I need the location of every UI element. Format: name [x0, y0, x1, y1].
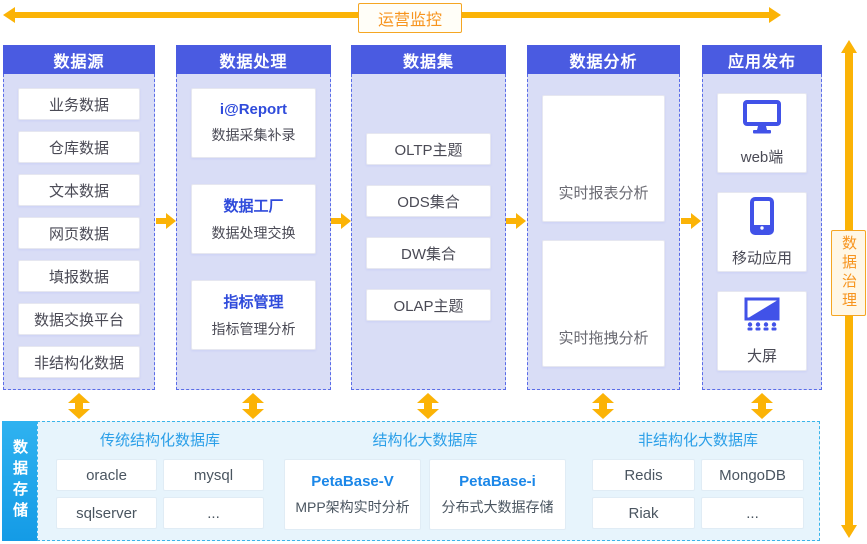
mobile-icon — [749, 196, 775, 239]
processing-item-ireport: i@Report 数据采集补录 — [191, 88, 316, 158]
storage-db-item: ... — [163, 497, 264, 529]
column-data-set: 数据集 OLTP主题 ODS集合 DW集合 OLAP主题 — [351, 45, 506, 390]
product-name: 数据工厂 — [223, 198, 284, 215]
flow-arrow-right-icon — [506, 213, 526, 229]
analysis-item-realtime-report: 实时报表分析 — [542, 95, 665, 222]
column-data-analysis-title: 数据分析 — [527, 45, 680, 74]
processing-item-indicator-management: 指标管理 指标管理分析 — [191, 280, 316, 350]
storage-group-title: 传统结构化数据库 — [99, 432, 220, 449]
product-name: i@Report — [219, 101, 288, 118]
flow-arrow-right-icon — [331, 213, 351, 229]
data-source-item: 非结构化数据 — [18, 346, 140, 378]
arrow-down-head-icon — [841, 525, 857, 538]
storage-product-petabase-i: PetaBase-i 分布式大数据存储 — [429, 459, 566, 530]
arrow-left-head-icon — [3, 7, 15, 23]
column-app-publishing-body: web端 移动应用 — [702, 74, 822, 390]
storage-product-petabase-v: PetaBase-V MPP架构实时分析 — [284, 459, 421, 530]
storage-group-products: PetaBase-V MPP架构实时分析 PetaBase-i 分布式大数据存储 — [284, 459, 566, 530]
column-data-set-body: OLTP主题 ODS集合 DW集合 OLAP主题 — [351, 74, 506, 390]
data-source-item: 数据交换平台 — [18, 303, 140, 335]
column-app-publishing: 应用发布 web端 — [702, 45, 822, 390]
storage-db-item: oracle — [56, 459, 157, 491]
column-data-processing-title: 数据处理 — [176, 45, 331, 74]
data-source-item: 网页数据 — [18, 217, 140, 249]
data-source-item: 文本数据 — [18, 174, 140, 206]
column-data-analysis: 数据分析 实时报表分析 实时拖拽分析 — [527, 45, 680, 390]
data-set-item: OLTP主题 — [366, 133, 491, 165]
data-source-item: 填报数据 — [18, 260, 140, 292]
processing-item-data-factory: 数据工厂 数据处理交换 — [191, 184, 316, 254]
storage-group-grid: oracle mysql sqlserver ... — [56, 459, 264, 529]
publish-item-label: 移动应用 — [731, 249, 792, 267]
data-storage-panel: 传统结构化数据库 oracle mysql sqlserver ... 结构化大… — [37, 421, 820, 541]
storage-link-arrow-icon — [417, 393, 439, 419]
data-set-item: ODS集合 — [366, 185, 491, 217]
operations-monitoring-label: 运营监控 — [358, 3, 462, 33]
product-name: PetaBase-V — [311, 472, 394, 490]
monitor-icon — [742, 99, 782, 138]
column-data-set-title: 数据集 — [351, 45, 506, 74]
storage-db-item: sqlserver — [56, 497, 157, 529]
product-name: 指标管理 — [223, 294, 284, 311]
data-set-item: OLAP主题 — [366, 289, 491, 321]
column-data-source-title: 数据源 — [3, 45, 155, 74]
product-desc: 数据处理交换 — [211, 225, 296, 241]
storage-db-item: Redis — [592, 459, 695, 491]
storage-group-traditional: 传统结构化数据库 oracle mysql sqlserver ... — [56, 431, 264, 529]
flow-arrow-right-icon — [681, 213, 701, 229]
publish-item-web: web端 — [717, 93, 807, 173]
storage-db-item: Riak — [592, 497, 695, 529]
column-data-processing-body: i@Report 数据采集补录 数据工厂 数据处理交换 指标管理 指标管理分析 — [176, 74, 331, 390]
product-desc: 指标管理分析 — [211, 321, 296, 337]
product-desc: MPP架构实时分析 — [295, 498, 410, 515]
storage-group-structured-bigdata: 结构化大数据库 PetaBase-V MPP架构实时分析 PetaBase-i … — [284, 431, 566, 530]
storage-link-arrow-icon — [242, 393, 264, 419]
storage-db-item: MongoDB — [701, 459, 804, 491]
column-data-source: 数据源 业务数据 仓库数据 文本数据 网页数据 填报数据 数据交换平台 非结构化… — [3, 45, 155, 390]
storage-group-unstructured-bigdata: 非结构化大数据库 Redis MongoDB Riak ... — [592, 431, 804, 529]
publish-item-bigscreen: 大屏 — [717, 291, 807, 371]
storage-db-item: mysql — [163, 459, 264, 491]
column-data-analysis-body: 实时报表分析 实时拖拽分析 — [527, 74, 680, 390]
storage-group-title: 结构化大数据库 — [372, 432, 478, 449]
column-app-publishing-title: 应用发布 — [702, 45, 822, 74]
data-storage-tab: 数据存储 — [2, 421, 37, 541]
data-source-item: 业务数据 — [18, 88, 140, 120]
product-name: PetaBase-i — [459, 472, 536, 490]
publish-item-label: 大屏 — [746, 347, 777, 365]
product-desc: 分布式大数据存储 — [441, 498, 554, 515]
storage-link-arrow-icon — [592, 393, 614, 419]
publish-item-label: web端 — [740, 148, 784, 166]
product-desc: 数据采集补录 — [211, 127, 296, 143]
bigscreen-icon — [742, 297, 782, 337]
flow-arrow-right-icon — [156, 213, 176, 229]
storage-link-arrow-icon — [751, 393, 773, 419]
analysis-item-realtime-dragdrop: 实时拖拽分析 — [542, 240, 665, 367]
column-data-source-body: 业务数据 仓库数据 文本数据 网页数据 填报数据 数据交换平台 非结构化数据 — [3, 74, 155, 390]
storage-link-arrow-icon — [68, 393, 90, 419]
data-source-item: 仓库数据 — [18, 131, 140, 163]
storage-group-grid: Redis MongoDB Riak ... — [592, 459, 804, 529]
storage-db-item: ... — [701, 497, 804, 529]
data-set-item: DW集合 — [366, 237, 491, 269]
column-data-processing: 数据处理 i@Report 数据采集补录 数据工厂 数据处理交换 指标管理 指标… — [176, 45, 331, 390]
storage-group-title: 非结构化大数据库 — [637, 432, 758, 449]
data-governance-label: 数据治理 — [831, 230, 866, 316]
arrow-up-head-icon — [841, 40, 857, 53]
arrow-right-head-icon — [769, 7, 781, 23]
publish-item-mobile: 移动应用 — [717, 192, 807, 272]
